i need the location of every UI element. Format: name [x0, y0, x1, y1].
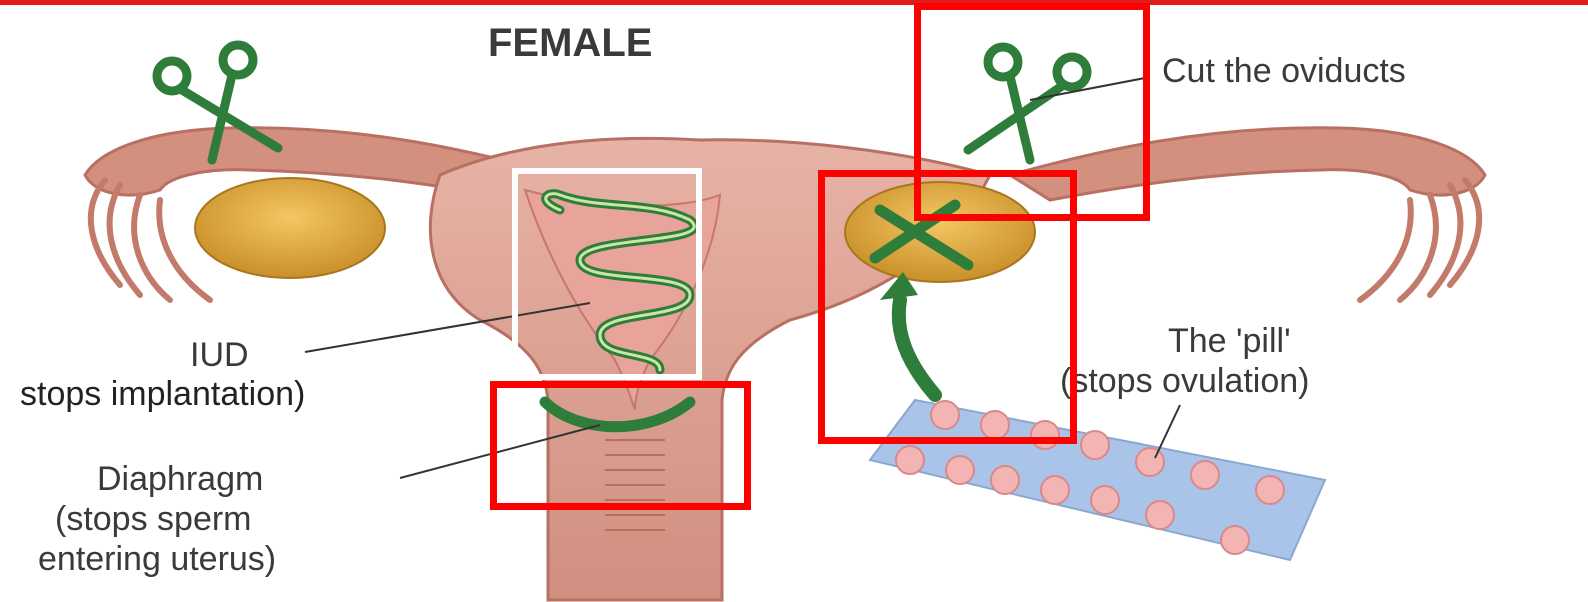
highlight-box-ovary: [818, 170, 1077, 444]
iud-label: IUD: [190, 336, 249, 374]
left-ovary: [195, 178, 385, 278]
diaphragm-description-1: (stops sperm: [55, 500, 252, 538]
pill-label: The 'pill': [1168, 322, 1291, 360]
diaphragm-description-2: entering uterus): [38, 540, 276, 578]
top-border: [0, 0, 1588, 5]
diaphragm-label: Diaphragm: [97, 460, 263, 498]
diagram-title: FEMALE: [488, 24, 652, 62]
pill-description: (stops ovulation): [1060, 362, 1309, 400]
iud-description: stops implantation): [20, 375, 305, 413]
cut-oviducts-label: Cut the oviducts: [1162, 52, 1406, 90]
highlight-box-diaphragm: [490, 381, 751, 510]
highlight-box-iud: [512, 168, 702, 380]
